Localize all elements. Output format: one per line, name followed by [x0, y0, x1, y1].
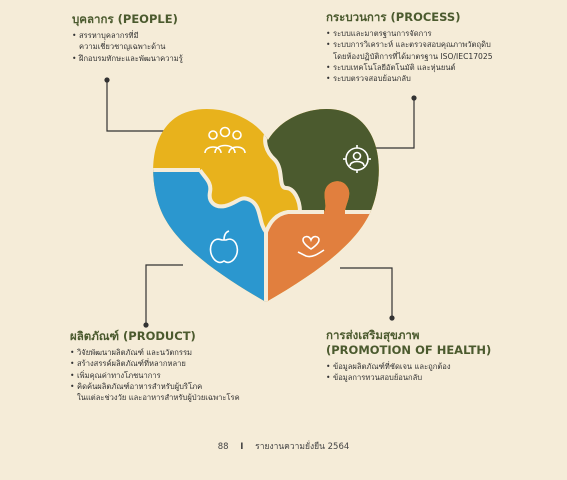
connector-promotion-dot: [389, 315, 395, 321]
people-item-2: ฝึกอบรมทักษะและพัฒนาความรู้: [72, 53, 183, 65]
connector-people: [106, 80, 176, 132]
report-title: รายงานความยั่งยืน 2564: [255, 442, 350, 452]
process-item-3: ระบบเทคโนโลยีอัตโนมัติ และหุ่นยนต์: [326, 62, 493, 74]
process-panel: กระบวนการ (PROCESS) ระบบและมาตรฐานการจัด…: [326, 10, 493, 85]
people-group-icon: [204, 126, 246, 154]
connector-process-dot: [411, 95, 417, 101]
page-footer: 88 I รายงานความยั่งยืน 2564: [0, 439, 567, 453]
promotion-item-2: ข้อมูลการทวนสอบย้อนกลับ: [326, 372, 491, 384]
product-panel: ผลิตภัณฑ์ (PRODUCT) วิจัยพัฒนาผลิตภัณฑ์ …: [70, 329, 240, 403]
process-item-4: ระบบตรวจสอบย้อนกลับ: [326, 73, 493, 85]
apple-icon: [209, 230, 239, 264]
gear-person-icon: [343, 145, 371, 173]
connector-people-dot: [104, 77, 110, 83]
footer-separator: I: [240, 442, 244, 452]
process-item-2-continuation: โดยห้องปฏิบัติการที่ได้มาตรฐาน ISO/IEC17…: [333, 51, 493, 61]
page-number: 88: [217, 442, 229, 452]
process-list-2: ระบบเทคโนโลยีอัตโนมัติ และหุ่นยนต์ ระบบต…: [326, 62, 493, 85]
connector-product: [145, 264, 183, 325]
connector-process: [367, 98, 415, 149]
product-item-2: สร้างสรรค์ผลิตภัณฑ์ที่หลากหลาย: [70, 358, 240, 370]
people-list-2: ฝึกอบรมทักษะและพัฒนาความรู้: [72, 53, 183, 65]
product-title: ผลิตภัณฑ์ (PRODUCT): [70, 329, 196, 343]
product-item-3: เพิ่มคุณค่าทางโภชนาการ: [70, 370, 240, 382]
process-item-1: ระบบและมาตรฐานการจัดการ: [326, 28, 493, 40]
connector-lines: [104, 77, 417, 328]
promotion-panel: การส่งเสริมสุขภาพ (PROMOTION OF HEALTH) …: [326, 328, 491, 384]
product-list: วิจัยพัฒนาผลิตภัณฑ์ และนวัตกรรม สร้างสรร…: [70, 347, 240, 392]
connector-promotion: [340, 267, 393, 318]
product-item-4: คิดค้นผลิตภัณฑ์อาหารสำหรับผู้บริโภค: [70, 381, 240, 393]
product-item-1: วิจัยพัฒนาผลิตภัณฑ์ และนวัตกรรม: [70, 347, 240, 359]
process-item-2: ระบบการวิเคราะห์ และตรวจสอบคุณภาพวัตถุดิ…: [326, 39, 493, 51]
people-panel: บุคลากร (PEOPLE) สรรหาบุคลากรที่มี ความเ…: [72, 12, 183, 64]
promotion-title-line1: การส่งเสริมสุขภาพ: [326, 328, 420, 342]
process-list: ระบบและมาตรฐานการจัดการ ระบบการวิเคราะห์…: [326, 28, 493, 51]
connector-product-dot: [143, 322, 149, 328]
promotion-title-line2: (PROMOTION OF HEALTH): [326, 343, 492, 357]
people-item-1: สรรหาบุคลากรที่มี: [72, 30, 183, 42]
promotion-item-1: ข้อมูลผลิตภัณฑ์ที่ชัดเจน และถูกต้อง: [326, 361, 491, 373]
people-list: สรรหาบุคลากรที่มี: [72, 30, 183, 42]
product-item-4-continuation: ในแต่ละช่วงวัย และอาหารสำหรับผู้ป่วยเฉพา…: [77, 393, 240, 403]
process-title: กระบวนการ (PROCESS): [326, 10, 461, 24]
people-item-1-continuation: ความเชี่ยวชาญเฉพาะด้าน: [79, 42, 166, 52]
promotion-list: ข้อมูลผลิตภัณฑ์ที่ชัดเจน และถูกต้อง ข้อม…: [326, 361, 491, 384]
heart-hand-icon: [297, 235, 325, 258]
people-title: บุคลากร (PEOPLE): [72, 12, 178, 26]
